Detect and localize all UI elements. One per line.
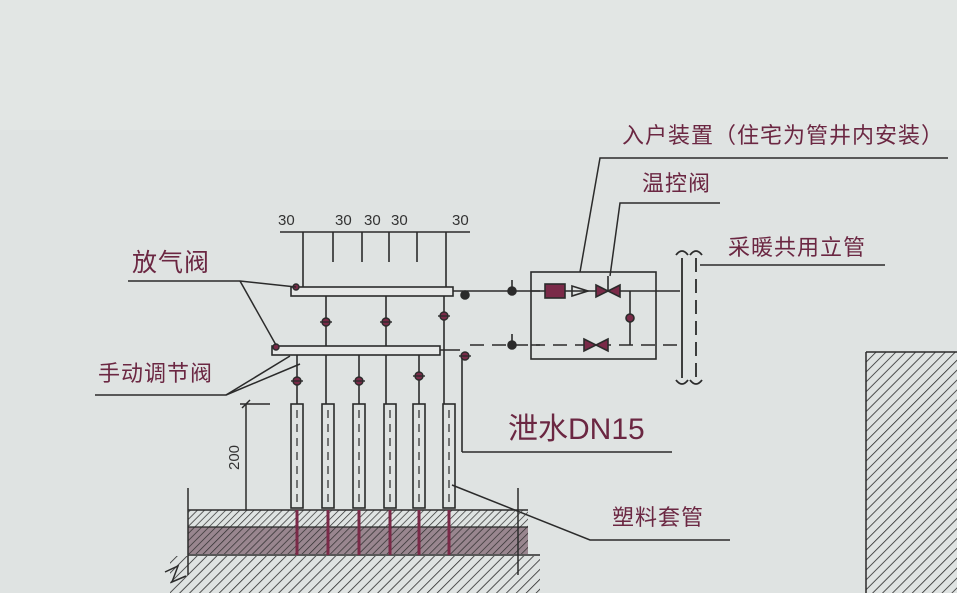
entrance-device-box: [530, 271, 680, 360]
label-temp-valve: 温控阀: [642, 172, 712, 197]
label-drain: 泄水DN15: [508, 413, 645, 446]
dim-top-2: 30: [335, 212, 352, 229]
dim-top-4: 30: [391, 212, 408, 229]
label-manual-valve: 手动调节阀: [98, 362, 214, 387]
label-air-vent: 放气阀: [132, 248, 211, 277]
dim-height: 200: [226, 444, 244, 471]
wall-section: [865, 351, 957, 593]
dim-top-5: 30: [452, 212, 469, 229]
label-entrance-device: 入户装置（住宅为管井内安装）: [622, 124, 945, 149]
heating-riser-pipes: [675, 250, 703, 385]
leader-lines: [95, 157, 948, 541]
dim-top-1: 30: [278, 212, 295, 229]
dim-top-3: 30: [364, 212, 381, 229]
loop-pipes: [290, 403, 456, 555]
connection-pipes: [440, 280, 672, 453]
supply-manifold: [280, 231, 470, 404]
label-plastic-sleeve: 塑料套管: [612, 506, 705, 531]
label-heating-riser: 采暖共用立管: [728, 236, 867, 261]
